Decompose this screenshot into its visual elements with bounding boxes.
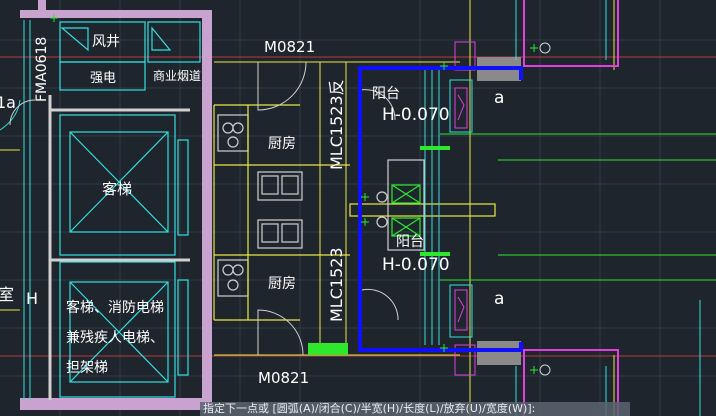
- green-marker-bottom: [308, 343, 348, 355]
- label-power-room: 强电: [90, 71, 116, 86]
- label-level-bottom: H-0.070: [382, 255, 450, 275]
- command-line[interactable]: 指定下一点或 [圆弧(A)/闭合(C)/半宽(H)/长度(L)/放弃(U)/宽度…: [200, 402, 630, 416]
- label-passenger-elevator: 客梯: [102, 180, 132, 198]
- left-lines: [23, 20, 31, 400]
- left-edge: [0, 99, 21, 311]
- label-window-top: MLC1523反: [327, 79, 346, 170]
- label-fire-window: FMA0618: [34, 37, 50, 102]
- label-mark-a-top: a: [494, 88, 504, 108]
- doors: [9, 61, 399, 356]
- grip-markers: [50, 14, 538, 374]
- label-door-top: M0821: [264, 38, 315, 56]
- core-wall: [20, 0, 212, 410]
- label-balcony-bottom: 阳台: [396, 234, 424, 250]
- selection-polyline[interactable]: [358, 66, 523, 352]
- right-symbols: [539, 42, 551, 376]
- label-edge-a: 1a: [0, 93, 16, 112]
- yellow-lines: [214, 0, 615, 416]
- green-lines: [440, 133, 716, 281]
- label-edge-room: 室: [0, 285, 14, 304]
- label-mark-a-bottom: a: [494, 289, 504, 309]
- shaft-walls: [48, 95, 190, 400]
- label-level-top: H-0.070: [382, 105, 450, 125]
- side-symbols: [454, 87, 468, 331]
- label-fire-elevator-2: 兼残疾人电梯、: [66, 330, 164, 346]
- balcony-columns: [424, 41, 476, 376]
- fixtures: [376, 159, 425, 251]
- label-commercial-smoke: 商业烟道: [153, 68, 201, 83]
- green-marker-top: [420, 146, 450, 150]
- label-kitchen-bottom: 厨房: [268, 276, 296, 292]
- label-door-bottom: M0821: [258, 369, 309, 387]
- right-walls: [523, 0, 619, 416]
- label-kitchen-top: 厨房: [268, 136, 296, 152]
- core-rooms: [59, 21, 201, 398]
- label-edge-h: H: [26, 289, 38, 308]
- command-prompt: 指定下一点或 [圆弧(A)/闭合(C)/半宽(H)/长度(L)/放弃(U)/宽度…: [203, 402, 536, 415]
- label-fire-elevator-3: 担架梯: [66, 360, 108, 376]
- label-fire-elevator-1: 客梯、消防电梯: [66, 299, 164, 316]
- balcony-divider: [349, 203, 496, 217]
- label-balcony-top: 阳台: [372, 86, 400, 102]
- right-lines: [515, 0, 701, 416]
- label-window-bottom: MLC1523: [327, 247, 346, 322]
- axis-lines: [0, 56, 716, 357]
- green-marker-mid: [420, 252, 450, 256]
- label-air-shaft: 风井: [92, 34, 120, 50]
